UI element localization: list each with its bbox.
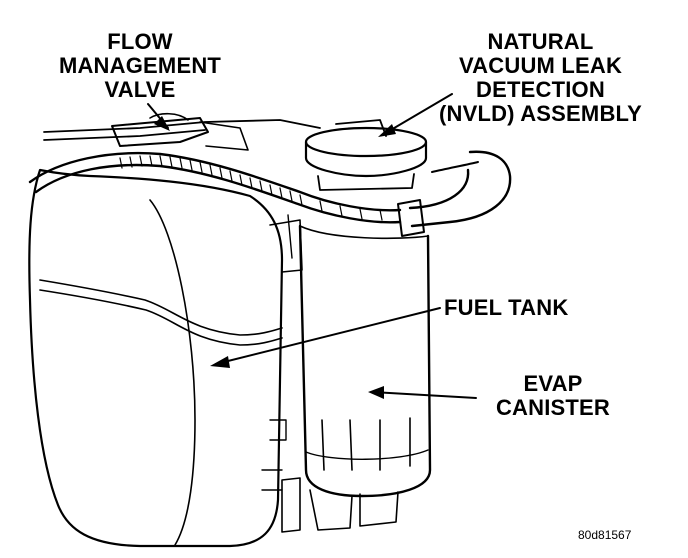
label-fuel-tank: FUEL TANK xyxy=(444,296,614,320)
label-line: NATURAL xyxy=(487,29,594,54)
vapor-tubes xyxy=(28,119,512,237)
label-flow-management-valve: FLOW MANAGEMENT VALVE xyxy=(40,30,240,102)
label-line: VALVE xyxy=(104,77,176,102)
arrow-nvld xyxy=(383,93,453,135)
evap-canister xyxy=(281,224,432,533)
label-nvld-assembly: NATURAL VACUUM LEAK DETECTION (NVLD) ASS… xyxy=(418,30,663,126)
label-line: (NVLD) ASSEMBLY xyxy=(438,101,643,126)
label-evap-canister: EVAP CANISTER xyxy=(478,372,628,420)
label-line: MANAGEMENT xyxy=(58,53,222,78)
fuel-tank xyxy=(28,168,303,548)
label-line: FLOW xyxy=(107,29,173,54)
label-line: EVAP xyxy=(523,371,583,396)
arrow-evap-canister xyxy=(371,391,477,399)
label-line: CANISTER xyxy=(495,395,611,420)
label-line: DETECTION xyxy=(476,77,605,102)
label-line: FUEL TANK xyxy=(444,295,569,320)
nvld-assembly xyxy=(304,119,428,191)
label-line: VACUUM LEAK xyxy=(458,53,623,78)
flow-management-valve xyxy=(111,112,249,151)
figure-code: 80d81567 xyxy=(578,528,632,542)
leader-arrows xyxy=(147,93,477,399)
arrow-fuel-tank xyxy=(215,307,441,365)
